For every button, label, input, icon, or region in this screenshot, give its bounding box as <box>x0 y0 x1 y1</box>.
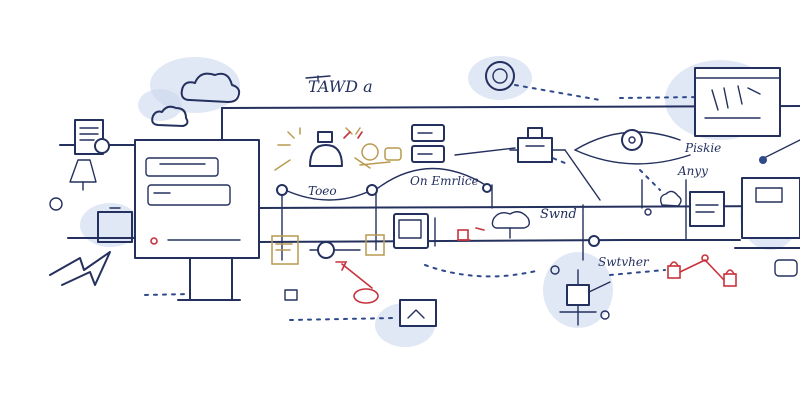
cloud-icon <box>180 72 241 103</box>
title-underline <box>305 75 331 81</box>
connector-node <box>94 138 110 154</box>
connector-node <box>317 241 335 259</box>
router-icon <box>509 127 566 163</box>
magnifier-icon <box>485 61 515 91</box>
small-cloud-icon <box>151 105 189 127</box>
lock-icon <box>667 254 737 287</box>
lamp-icon <box>69 159 97 191</box>
small-cloud-icon <box>659 190 682 207</box>
laptop-icon <box>734 177 800 249</box>
anyy-label: Anyy <box>677 164 708 178</box>
top-title: TAWD a <box>308 77 373 96</box>
window-icon <box>694 67 781 137</box>
tablet-icon <box>393 213 436 249</box>
prestige-label: Piskie <box>684 141 721 155</box>
send-label: Swnd <box>540 207 577 222</box>
upload-box-icon <box>399 299 437 327</box>
chat-bubble-icon <box>774 259 798 277</box>
document-icon <box>271 235 299 265</box>
server-icon <box>411 124 445 163</box>
document-icon <box>689 191 725 227</box>
lock-icon <box>457 227 485 241</box>
sparkle-lines <box>274 127 371 171</box>
cloud-upload-icon <box>491 211 531 239</box>
users-label: Toeo <box>308 184 337 198</box>
connector-node <box>644 208 652 216</box>
red-arrow <box>335 261 379 304</box>
connector-node <box>482 183 492 193</box>
dashed-flows <box>144 84 701 321</box>
gear-icon <box>49 197 63 211</box>
bag-icon <box>284 289 298 301</box>
user-icon <box>276 131 378 196</box>
status-dot <box>759 156 767 164</box>
on-enrollee-label: On Emrlice <box>410 174 479 188</box>
eye-node-icon <box>621 129 643 151</box>
switcher-label: Swtvher <box>598 255 650 269</box>
note-icon <box>365 234 385 256</box>
switcher-icon <box>550 235 611 326</box>
monitor-icon <box>134 139 260 301</box>
lightning-icon <box>49 251 111 286</box>
chat-bubble-icon <box>359 143 402 166</box>
plug-icon <box>97 207 133 243</box>
